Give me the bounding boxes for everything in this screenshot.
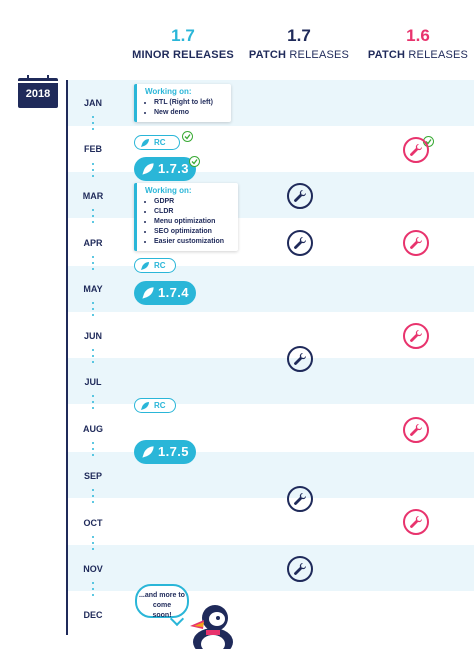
release-pill-173: 1.7.3 xyxy=(134,157,196,181)
month-separator xyxy=(92,116,94,134)
wrench-icon xyxy=(403,137,429,163)
wrench-icon xyxy=(287,183,313,209)
header-minor-releases: 1.7 MINOR RELEASES xyxy=(128,26,238,62)
rc-badge-feb: RC xyxy=(134,135,180,150)
patch16-title-rest: RELEASES xyxy=(405,49,469,61)
patch16-title-bold: PATCH xyxy=(367,49,406,61)
more-to-come-bubble: ...and more to come soon! xyxy=(135,584,189,619)
check-icon xyxy=(182,131,193,142)
month-mar: MAR xyxy=(82,191,104,201)
wrench-icon xyxy=(403,509,429,535)
stripe-jan xyxy=(68,80,474,126)
month-separator xyxy=(92,302,94,320)
month-jul: JUL xyxy=(84,377,102,387)
calendar-top-line xyxy=(18,81,58,83)
wrench-icon xyxy=(403,230,429,256)
wrench-icon xyxy=(287,556,313,582)
rc-badge-apr: RC xyxy=(134,258,176,273)
month-jun: JUN xyxy=(83,331,102,341)
bubble-line-2: soon! xyxy=(152,612,172,619)
month-separator xyxy=(92,489,94,507)
rocket-icon xyxy=(142,446,154,458)
month-sep: SEP xyxy=(83,471,102,481)
minor-title: MINOR RELEASES xyxy=(132,49,234,61)
card-item: RTL (Right to left) xyxy=(154,98,225,108)
month-separator xyxy=(92,349,94,367)
card-item: SEO optimization xyxy=(154,227,232,237)
stripe-may xyxy=(68,266,474,312)
check-icon xyxy=(189,156,200,167)
patch17-version: 1.7 xyxy=(287,26,311,45)
month-nov: NOV xyxy=(83,564,103,574)
rc-label: RC xyxy=(154,401,166,410)
bubble-line-1: ...and more to come xyxy=(139,592,185,609)
month-feb: FEB xyxy=(84,144,102,154)
release-pill-175: 1.7.5 xyxy=(134,440,196,464)
working-on-card-jan: Working on: RTL (Right to left) New demo xyxy=(134,84,231,122)
rc-badge-jul: RC xyxy=(134,398,176,413)
release-version: 1.7.5 xyxy=(158,444,189,459)
card-item: CLDR xyxy=(154,207,232,217)
patch17-title-rest: RELEASES xyxy=(286,49,350,61)
minor-version: 1.7 xyxy=(171,26,195,45)
rocket-icon xyxy=(141,139,149,147)
header-patch-17: 1.7 PATCH RELEASES xyxy=(243,26,355,62)
header-patch-16: 1.6 PATCH RELEASES xyxy=(362,26,474,62)
card-item: Menu optimization xyxy=(154,217,232,227)
month-separator xyxy=(92,209,94,227)
stripe-jul xyxy=(68,358,474,404)
card-title: Working on: xyxy=(145,186,192,195)
wrench-icon xyxy=(403,417,429,443)
rocket-icon xyxy=(142,287,154,299)
stripe-mar xyxy=(68,172,474,218)
month-separator xyxy=(92,395,94,413)
wrench-icon xyxy=(287,346,313,372)
release-pill-174: 1.7.4 xyxy=(134,281,196,305)
month-jan: JAN xyxy=(83,98,102,108)
timeline-line xyxy=(66,80,68,635)
month-separator xyxy=(92,163,94,181)
rc-label: RC xyxy=(154,261,166,270)
month-apr: APR xyxy=(83,238,103,248)
puffin-mascot xyxy=(190,605,233,649)
stripe-sep xyxy=(68,452,474,498)
calendar-ring-icon xyxy=(27,75,29,81)
rocket-icon xyxy=(141,402,149,410)
rocket-icon xyxy=(142,163,154,175)
card-item: New demo xyxy=(154,108,225,118)
month-separator xyxy=(92,582,94,600)
calendar-ring-icon xyxy=(47,75,49,81)
month-separator xyxy=(92,256,94,274)
working-on-card-mar: Working on: GDPR CLDR Menu optimization … xyxy=(134,183,238,251)
patch17-title-bold: PATCH xyxy=(248,49,287,61)
patch16-version: 1.6 xyxy=(406,26,430,45)
card-item: GDPR xyxy=(154,197,232,207)
stripe-nov xyxy=(68,545,474,591)
rc-label: RC xyxy=(154,138,166,147)
wrench-icon xyxy=(287,230,313,256)
wrench-icon xyxy=(287,486,313,512)
month-may: MAY xyxy=(83,284,103,294)
card-title: Working on: xyxy=(145,87,192,96)
release-version: 1.7.4 xyxy=(158,285,189,300)
month-dec: DEC xyxy=(83,610,103,620)
month-separator xyxy=(92,442,94,460)
year-badge: 2018 xyxy=(18,78,58,108)
wrench-icon xyxy=(403,323,429,349)
month-separator xyxy=(92,536,94,554)
month-aug: AUG xyxy=(83,424,103,434)
month-oct: OCT xyxy=(83,518,103,528)
release-version: 1.7.3 xyxy=(158,161,189,176)
card-item: Easier customization xyxy=(154,237,232,247)
rocket-icon xyxy=(141,262,149,270)
